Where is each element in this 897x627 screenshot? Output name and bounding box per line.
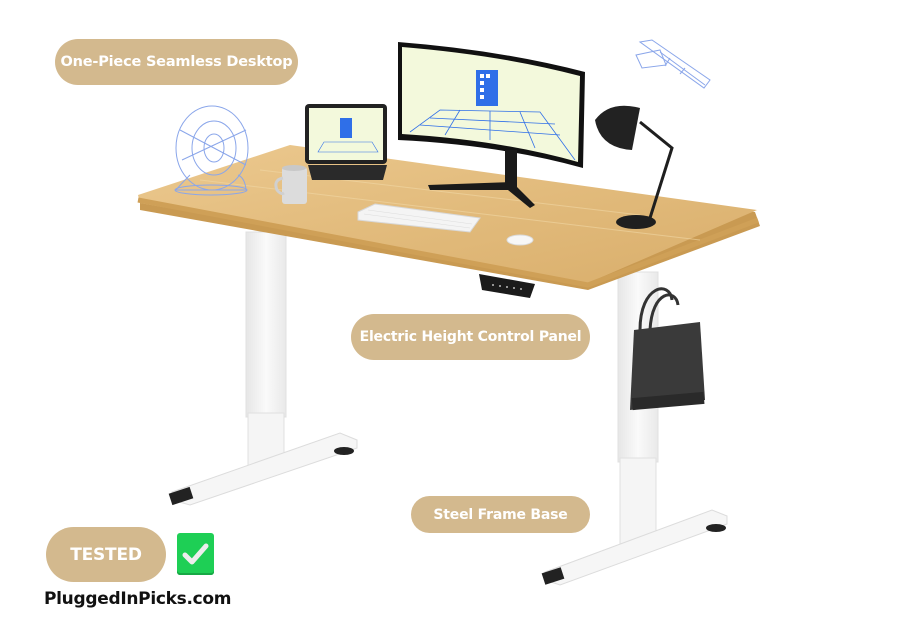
tablet xyxy=(305,104,387,180)
check-mark-icon xyxy=(177,533,214,575)
left-desk-leg xyxy=(168,231,358,506)
wireframe-pen xyxy=(635,39,711,89)
monitor xyxy=(398,42,585,208)
wireframe-fan xyxy=(174,105,249,196)
feature-label-control-panel: Electric Height Control Panel xyxy=(351,314,590,360)
brand-site-name: PluggedInPicks.com xyxy=(44,589,232,609)
mouse xyxy=(506,234,534,246)
tested-badge: TESTED xyxy=(46,527,166,582)
keyboard xyxy=(357,203,481,233)
handbag xyxy=(630,287,705,411)
feature-label-frame-base: Steel Frame Base xyxy=(411,496,590,533)
mug xyxy=(274,165,307,204)
desk-lamp xyxy=(595,105,674,229)
feature-label-desktop: One-Piece Seamless Desktop xyxy=(55,39,298,85)
height-control-panel[interactable] xyxy=(479,274,535,298)
